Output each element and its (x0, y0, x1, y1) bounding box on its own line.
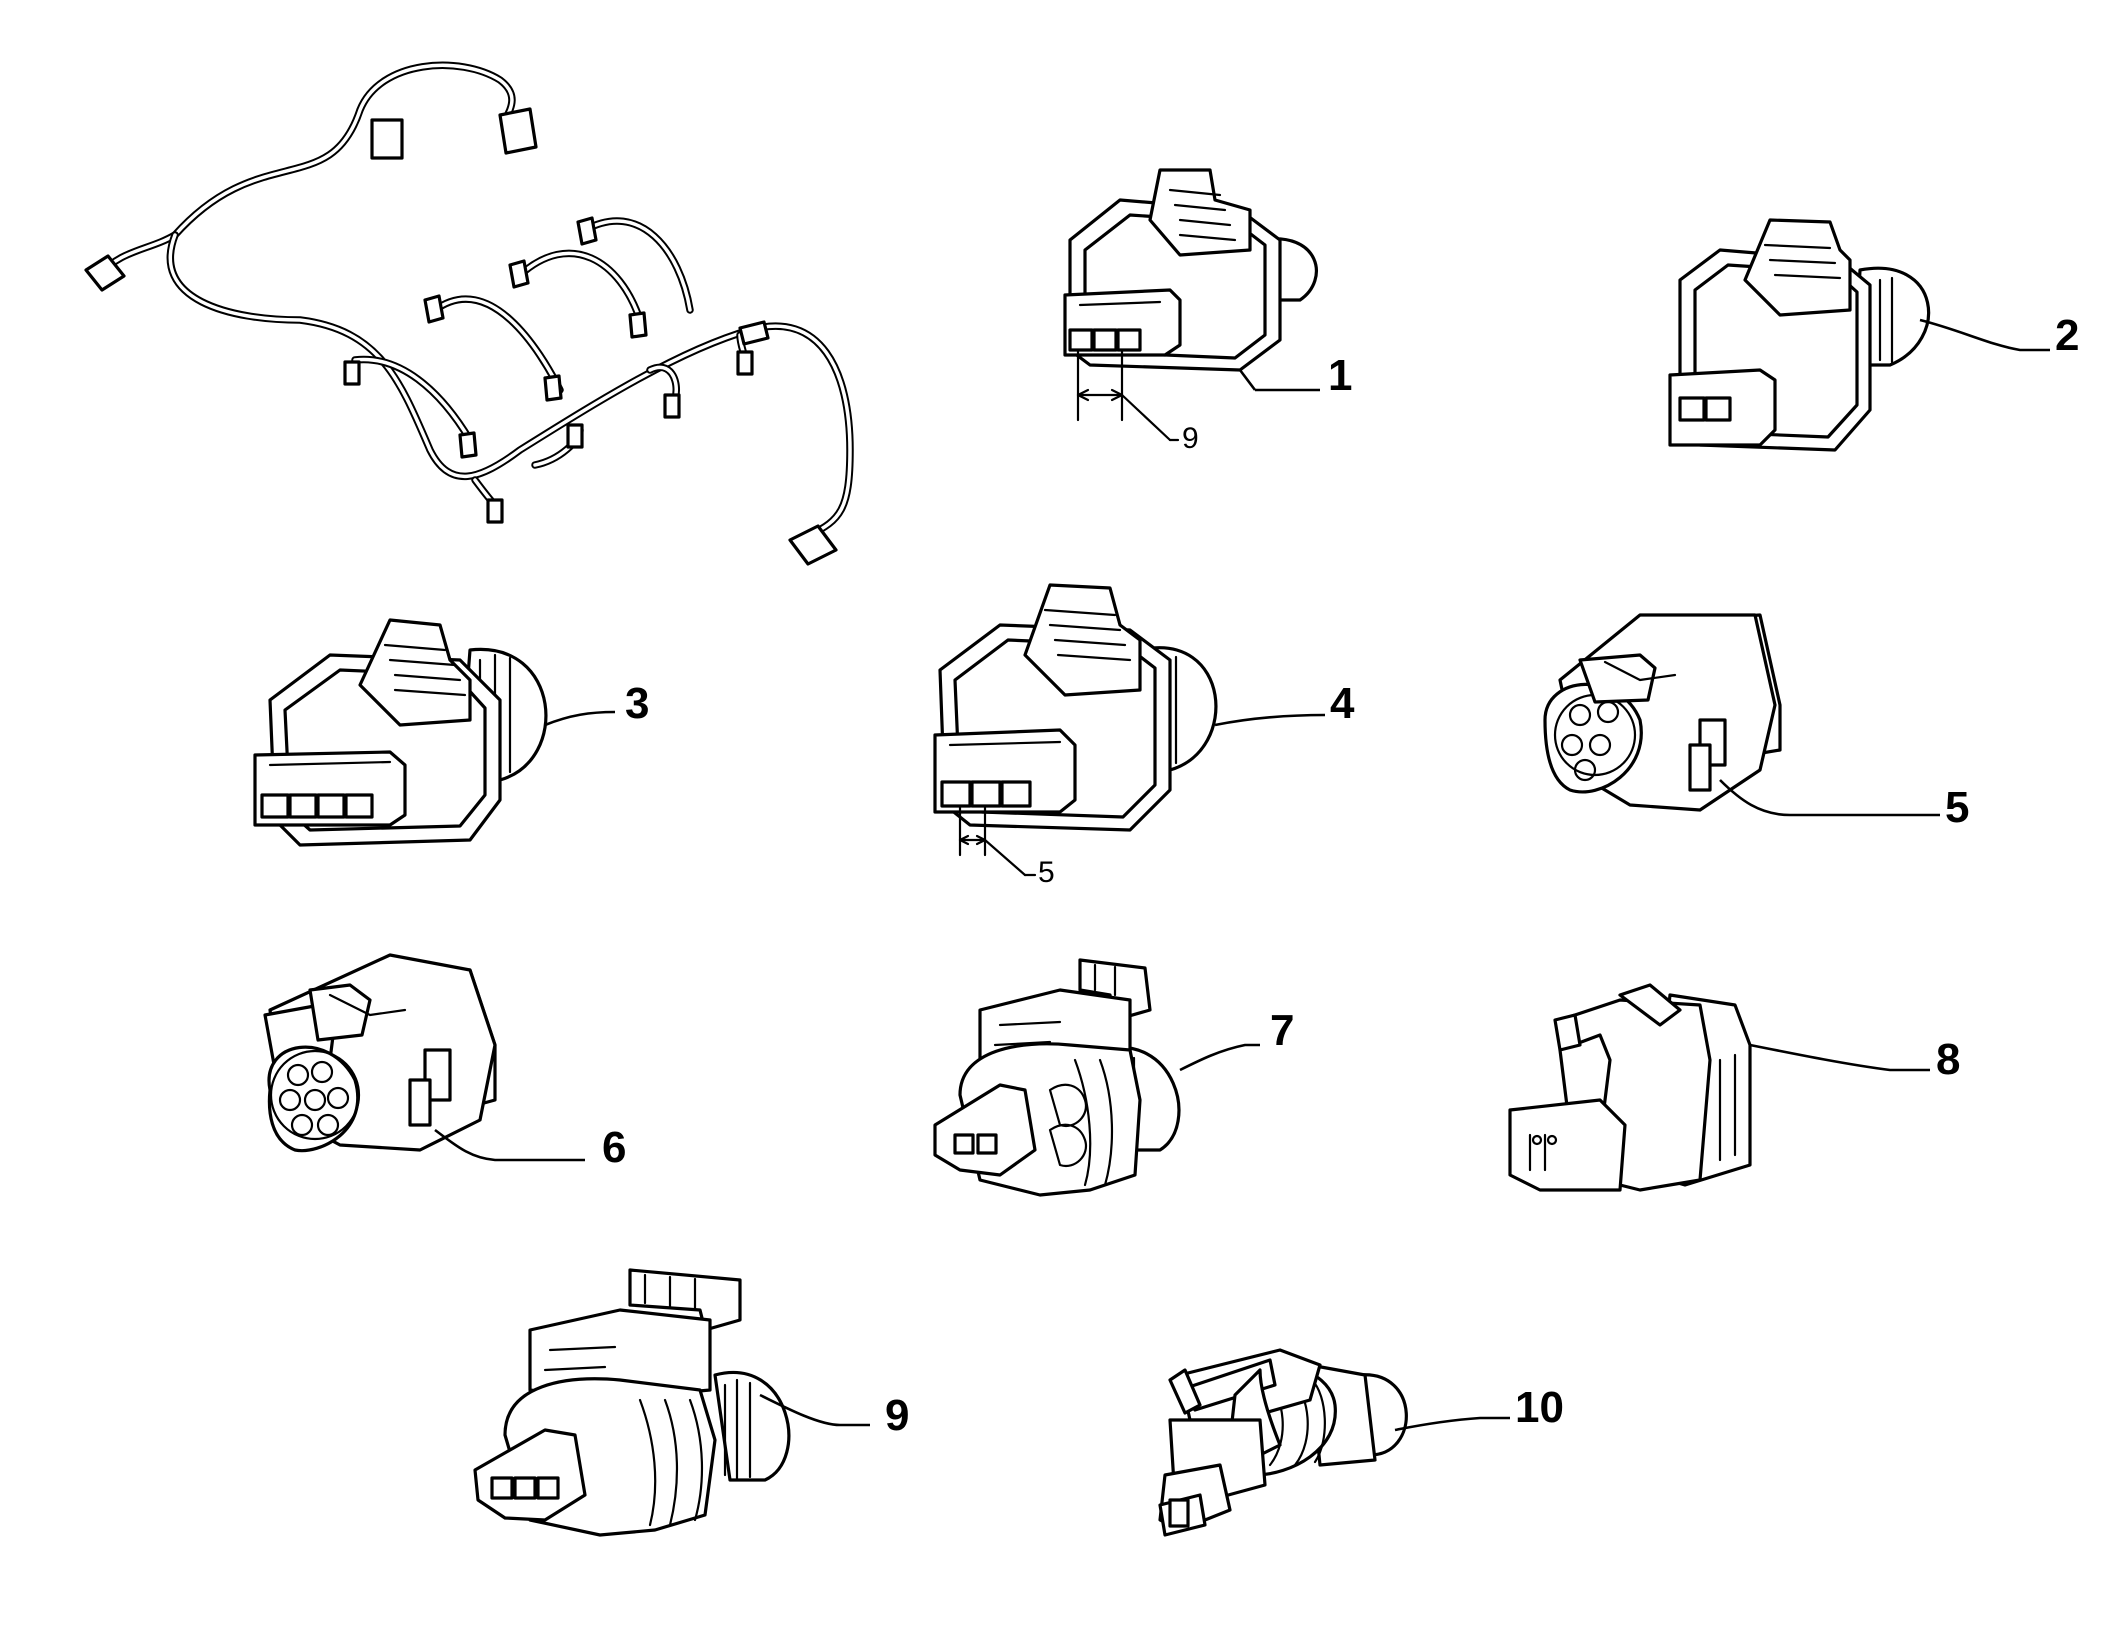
connector-6 (263, 953, 497, 1153)
callout-4: 4 (1330, 679, 1355, 728)
leader-1 (1238, 369, 1257, 391)
pitch-label-4: 5 (1038, 856, 1055, 889)
leader-9 (759, 1393, 870, 1427)
connector-4 (933, 583, 1218, 832)
callout-3: 3 (625, 679, 649, 728)
connector-2 (1668, 218, 1931, 452)
callout-6: 6 (602, 1123, 626, 1172)
wiring-harness (84, 61, 854, 566)
leader-7 (1179, 1043, 1260, 1072)
connector-10 (1158, 1348, 1408, 1537)
pitch-dimension-1 (1076, 348, 1180, 442)
connector-1 (1063, 168, 1318, 372)
leader-4 (1214, 713, 1326, 727)
connector-9 (473, 1268, 791, 1537)
connector-5 (1543, 613, 1782, 812)
leader-8 (1749, 1043, 1930, 1072)
callout-2: 2 (2055, 311, 2079, 360)
leader-10 (1394, 1416, 1510, 1432)
leader-6 (434, 1128, 585, 1162)
connector-3 (253, 618, 548, 847)
leader-5 (1719, 779, 1940, 817)
callout-9: 9 (885, 1391, 909, 1440)
callout-1: 1 (1328, 351, 1352, 400)
leader-3 (544, 710, 616, 727)
leader-2 (1919, 318, 2050, 352)
callout-10: 10 (1515, 1383, 1564, 1432)
pitch-dimension-4 (958, 804, 1037, 877)
callout-5: 5 (1945, 783, 1969, 832)
pitch-label-1: 9 (1182, 422, 1199, 455)
connector-7 (933, 958, 1181, 1197)
callout-8: 8 (1936, 1035, 1960, 1084)
callout-7: 7 (1270, 1006, 1294, 1055)
connector-8 (1508, 983, 1752, 1192)
